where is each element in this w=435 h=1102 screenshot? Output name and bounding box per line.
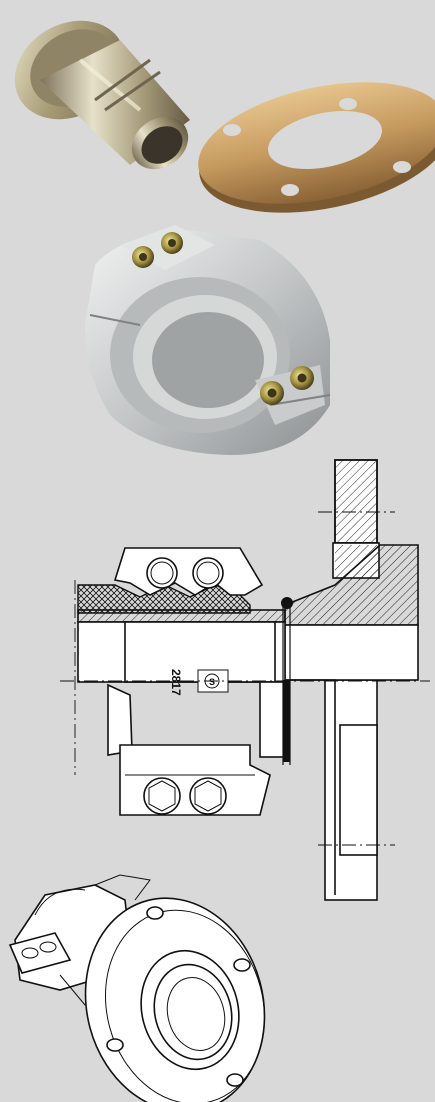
clamp-bolt-top <box>132 232 183 268</box>
stamp-letter: S <box>209 677 215 687</box>
cross-section-drawing: S 2817 <box>0 455 435 915</box>
safety-clamp-photo <box>0 215 435 465</box>
isometric-drawing <box>0 855 435 1102</box>
hose-tail-collar <box>284 544 419 895</box>
flange-plate <box>198 82 435 213</box>
hose-tail <box>14 20 190 170</box>
clamp-lower-section <box>107 683 271 816</box>
clamp-bolt-bottom <box>260 366 314 405</box>
hose-tail-and-flange-photo <box>0 0 435 215</box>
safety-clamp <box>85 225 331 455</box>
hose-tail-body <box>77 605 291 765</box>
iso-flange <box>84 897 266 1102</box>
seal-ring <box>281 597 293 762</box>
center-lines <box>60 580 430 775</box>
part-number-label: 2817 <box>169 669 183 696</box>
clamp-upper-section <box>113 547 264 596</box>
